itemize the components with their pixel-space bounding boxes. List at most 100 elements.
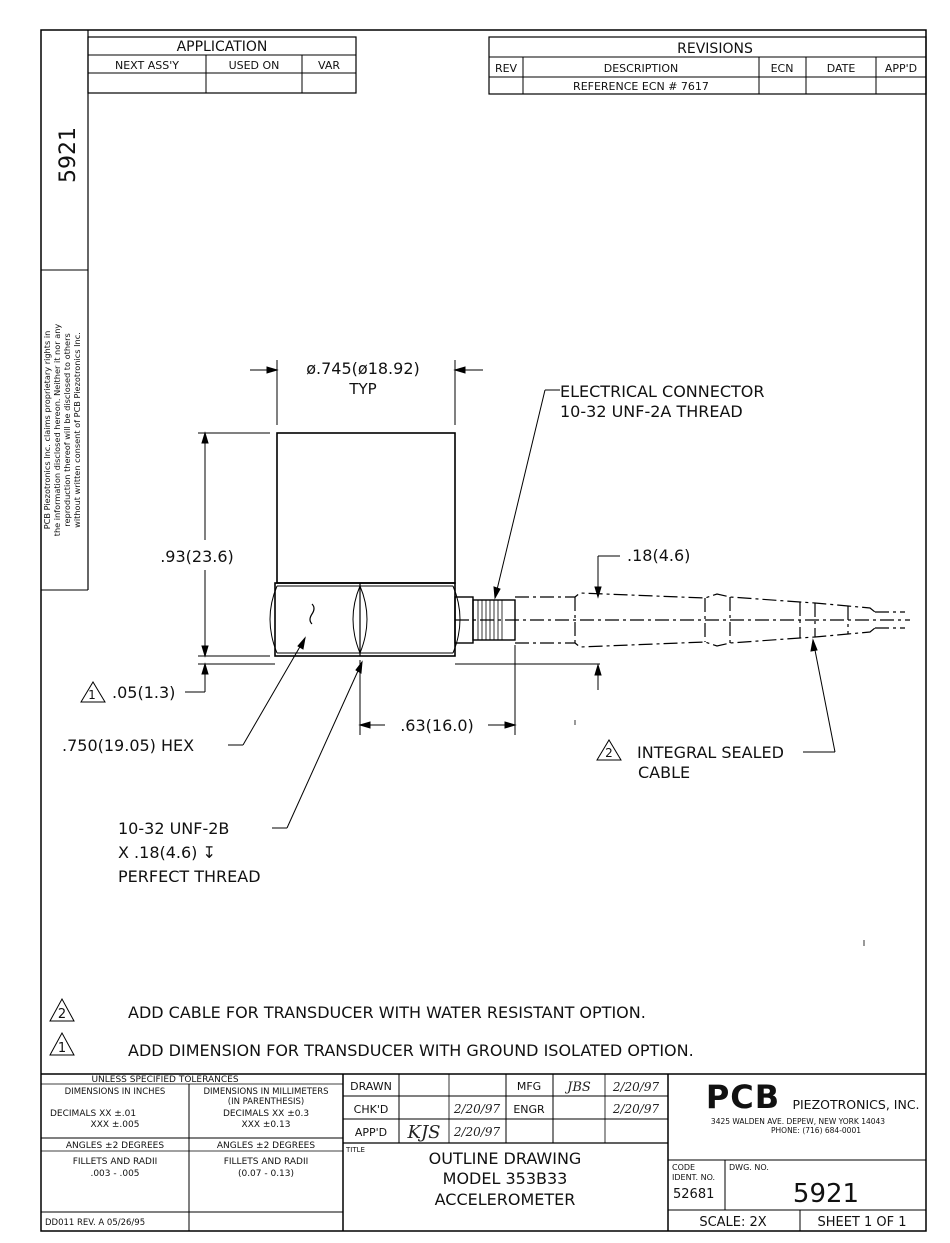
- iso-gap-marker: 1: [80, 681, 106, 703]
- code-label-2: IDENT. NO.: [672, 1173, 715, 1182]
- cable-marker-number: 2: [605, 746, 613, 760]
- dim-iso-gap: [185, 662, 600, 693]
- application-col-next-assy: NEXT ASS'Y: [115, 59, 179, 72]
- appd-signature: KJS: [407, 1122, 441, 1143]
- revisions-col-description: DESCRIPTION: [604, 62, 678, 75]
- thread-label-line1: 10-32 UNF-2B: [118, 819, 229, 838]
- tol-inch-fillets-1: FILLETS AND RADII: [73, 1157, 158, 1167]
- chkd-label: CHK'D: [354, 1103, 389, 1116]
- appd-label: APP'D: [355, 1126, 387, 1139]
- application-col-used-on: USED ON: [229, 59, 280, 72]
- integral-cable: [455, 592, 910, 648]
- revisions-block: REVISIONS REV DESCRIPTION ECN DATE APP'D…: [488, 36, 927, 95]
- dim-cable-diameter-text: .18(4.6): [627, 546, 690, 565]
- chkd-date: 2/20/97: [453, 1102, 501, 1116]
- tol-mm-header-2: (IN PARENTHESIS): [228, 1097, 304, 1107]
- cable-marker: 2: [596, 739, 622, 761]
- title-label: TITLE: [345, 1146, 365, 1154]
- revisions-title: REVISIONS: [677, 41, 753, 57]
- proprietary-line-2: the information disclosed hereon. Neithe…: [52, 324, 62, 537]
- note-2-text: ADD CABLE FOR TRANSDUCER WITH WATER RESI…: [128, 1003, 646, 1022]
- dim-diameter-text: ø.745(ø18.92): [306, 359, 420, 378]
- engr-label: ENGR: [513, 1103, 545, 1116]
- sheet-number: SHEET 1 OF 1: [817, 1215, 906, 1230]
- dimension-labels: ø.745(ø18.92) TYP .93(23.6) 1 .05(1.3) .…: [62, 359, 784, 886]
- dim-height: [198, 431, 270, 658]
- proprietary-line-4: without written consent of PCB Piezotron…: [72, 332, 82, 528]
- application-block: APPLICATION NEXT ASS'Y USED ON VAR: [87, 36, 357, 94]
- sensor-body: [276, 432, 456, 584]
- company-address: 3425 WALDEN AVE. DEPEW, NEW YORK 14043: [711, 1117, 885, 1126]
- dim-connector-length-text: .63(16.0): [400, 716, 474, 735]
- tol-inches-header: DIMENSIONS IN INCHES: [65, 1087, 166, 1097]
- dim-cable-diameter: [594, 555, 620, 690]
- mfg-signature: JBS: [564, 1080, 591, 1095]
- tol-mm-header-1: DIMENSIONS IN MILLIMETERS: [203, 1087, 328, 1097]
- appd-date: 2/20/97: [453, 1125, 501, 1139]
- dwg-no-value: 5921: [793, 1179, 859, 1209]
- scale: SCALE: 2X: [699, 1215, 766, 1230]
- note-1-marker: 1: [58, 1041, 66, 1056]
- leader-thread: [272, 660, 363, 829]
- sheet-border: [40, 29, 927, 1232]
- proprietary-line-1: PCB Piezotronics Inc. claims proprietary…: [42, 331, 52, 530]
- application-title: APPLICATION: [177, 39, 268, 55]
- revisions-col-date: DATE: [827, 62, 856, 75]
- company-name: PIEZOTRONICS, INC.: [792, 1097, 919, 1112]
- dim-iso-gap-text: .05(1.3): [112, 683, 175, 702]
- drawing-title-2: MODEL 353B33: [443, 1169, 568, 1188]
- revisions-col-ecn: ECN: [771, 62, 794, 75]
- tol-header: UNLESS SPECIFIED TOLERANCES: [91, 1075, 238, 1085]
- accelerometer-outline: [185, 360, 910, 946]
- connector-label-line2: 10-32 UNF-2A THREAD: [560, 402, 743, 421]
- dim-diameter-note: TYP: [348, 380, 376, 398]
- cable-label-line1: INTEGRAL SEALED: [637, 743, 784, 762]
- revisions-col-appd: APP'D: [885, 62, 917, 75]
- notes: 2 ADD CABLE FOR TRANSDUCER WITH WATER RE…: [49, 997, 694, 1060]
- mfg-label: MFG: [517, 1080, 541, 1093]
- side-drawing-number: 5921: [56, 127, 81, 183]
- dim-hex-text: .750(19.05) HEX: [62, 736, 194, 755]
- tol-mm-dec-1: DECIMALS XX ±0.3: [223, 1109, 309, 1119]
- tol-inch-dec-1: DECIMALS XX ±.01: [50, 1109, 136, 1119]
- application-col-var: VAR: [318, 59, 340, 72]
- leader-hex: [228, 636, 306, 746]
- mfg-date: 2/20/97: [612, 1080, 660, 1094]
- leader-connector: [493, 389, 560, 600]
- drawn-label: DRAWN: [350, 1080, 392, 1093]
- thread-label-line2: X .18(4.6) ↧: [118, 843, 216, 862]
- code-value: 52681: [673, 1187, 714, 1202]
- tolerances-block: UNLESS SPECIFIED TOLERANCES DIMENSIONS I…: [45, 1075, 329, 1228]
- dim-diameter: [250, 360, 483, 425]
- engr-date: 2/20/97: [612, 1102, 660, 1116]
- note-2-marker: 2: [58, 1007, 66, 1022]
- revision-row-description: REFERENCE ECN # 7617: [573, 80, 709, 93]
- dwg-no-label: DWG. NO.: [729, 1163, 769, 1172]
- company-logo: PCB: [706, 1078, 780, 1116]
- proprietary-line-3: reproduction thereof will be disclosed t…: [62, 333, 72, 526]
- note-1: 1 ADD DIMENSION FOR TRANSDUCER WITH GROU…: [49, 1031, 694, 1060]
- drawing-title-1: OUTLINE DRAWING: [429, 1149, 582, 1168]
- revisions-col-rev: REV: [495, 62, 518, 75]
- tilde-mark: [309, 603, 315, 625]
- drawing-title-3: ACCELEROMETER: [435, 1190, 576, 1209]
- iso-gap-marker-number: 1: [88, 688, 96, 702]
- code-label-1: CODE: [672, 1163, 695, 1172]
- title-block: [41, 1073, 926, 1231]
- company-block: PCB PIEZOTRONICS, INC. 3425 WALDEN AVE. …: [672, 1078, 920, 1230]
- company-phone: PHONE: (716) 684-0001: [771, 1126, 861, 1135]
- tol-inch-dec-2: XXX ±.005: [91, 1120, 140, 1130]
- tol-inch-angles: ANGLES ±2 DEGREES: [66, 1141, 164, 1151]
- dim-height-text: .93(23.6): [160, 547, 234, 566]
- connector-label-line1: ELECTRICAL CONNECTOR: [560, 382, 765, 401]
- tol-mm-angles: ANGLES ±2 DEGREES: [217, 1141, 315, 1151]
- tol-inch-fillets-2: .003 - .005: [90, 1169, 139, 1179]
- leader-cable: [803, 638, 836, 753]
- thread-label-line3: PERFECT THREAD: [118, 867, 261, 886]
- left-margin: 5921 PCB Piezotronics Inc. claims propri…: [41, 30, 89, 591]
- form-id: DD011 REV. A 05/26/95: [45, 1218, 145, 1228]
- note-2: 2 ADD CABLE FOR TRANSDUCER WITH WATER RE…: [49, 997, 646, 1022]
- cable-label-line2: CABLE: [638, 763, 690, 782]
- tol-mm-dec-2: XXX ±0.13: [242, 1120, 291, 1130]
